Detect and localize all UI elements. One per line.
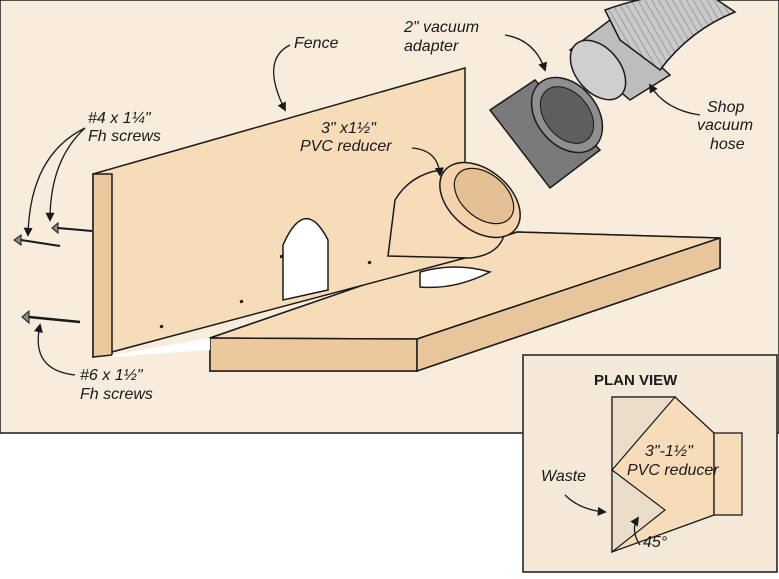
fence-label: Fence: [294, 35, 339, 52]
vacuum-adapter-icon: [488, 76, 604, 190]
screw4-label-line1: #4 x 1¼": [88, 110, 151, 127]
screw6-label-line2: Fh screws: [80, 386, 153, 403]
plan-view-panel: [522, 354, 778, 573]
plan-reducer-label-line2: PVC reducer: [627, 462, 719, 479]
pvc-reducer-label-line1: 3" x1½": [321, 120, 376, 137]
shop-vac-label-line3: hose: [710, 136, 745, 153]
pvc-reducer-label-line2: PVC reducer: [300, 138, 392, 155]
screw6-label-line1: #6 x 1½": [80, 367, 143, 384]
screw-icon: [13, 234, 61, 247]
vacuum-adapter-label-line2: adapter: [404, 38, 459, 55]
plan-reducer-label-line1: 3"-1½": [645, 443, 693, 460]
vacuum-hose-icon: [568, 0, 737, 101]
leader-lines: [23, 34, 701, 376]
plan-view-title: PLAN VIEW: [594, 372, 678, 389]
shop-vac-label-line1: Shop: [707, 99, 745, 116]
screw-icon: [21, 309, 81, 325]
screw4-label-line2: Fh screws: [88, 128, 161, 145]
shop-vac-label-line2: vacuum: [697, 117, 754, 134]
fence: [92, 67, 466, 358]
vacuum-adapter-label-line1: 2" vacuum: [404, 19, 480, 36]
screw-icon: [51, 221, 93, 235]
angle-label: 45°: [643, 534, 668, 551]
waste-label: Waste: [541, 468, 587, 485]
router-table-base: [209, 231, 721, 373]
pvc-reducer-icon: [387, 161, 521, 259]
